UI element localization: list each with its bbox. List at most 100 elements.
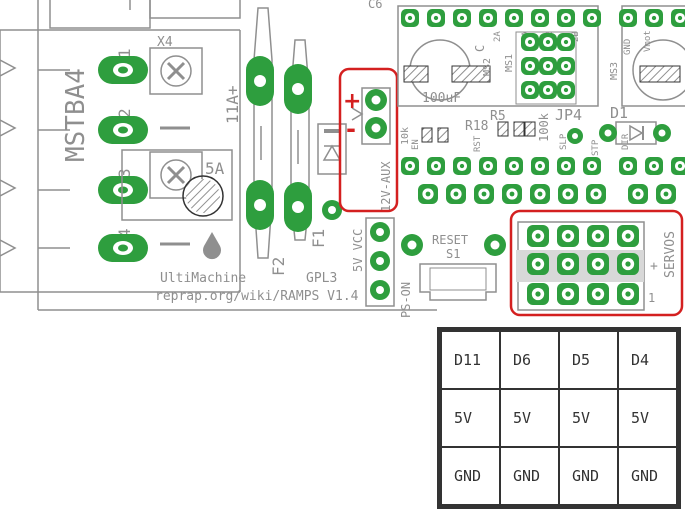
rst-label: RST bbox=[473, 135, 483, 152]
servos-plus-label: + bbox=[650, 259, 658, 274]
table-cell: GND bbox=[558, 446, 619, 506]
servos-label: SERVOS bbox=[663, 231, 678, 278]
fuse-f1-label: F1 bbox=[309, 229, 328, 248]
gnd-small-label: GND bbox=[623, 39, 633, 55]
servo-pin-pad bbox=[617, 283, 639, 305]
header-pad bbox=[502, 184, 522, 204]
header-pad bbox=[583, 157, 601, 175]
header-pad bbox=[530, 184, 550, 204]
header-pad bbox=[479, 9, 497, 27]
jumper-pad bbox=[521, 81, 539, 99]
r18-label: R18 bbox=[465, 119, 488, 134]
table-cell: GND bbox=[617, 446, 678, 506]
stepper-area: C6 100uF R5 R18 JP4 D1 10k 100k EN MS1 M… bbox=[368, 0, 685, 204]
fuse-5a-label: 5A bbox=[205, 159, 225, 178]
c6-label: C6 bbox=[368, 0, 382, 11]
table-cell: GND bbox=[499, 446, 560, 506]
table-cell: D4 bbox=[617, 330, 678, 390]
aux-minus-sign: - bbox=[346, 115, 356, 143]
jumper-pad bbox=[521, 33, 539, 51]
jp4-label: JP4 bbox=[555, 106, 582, 124]
slp-label: SLP bbox=[559, 133, 569, 150]
header-pad bbox=[427, 9, 445, 27]
header-pad bbox=[479, 157, 497, 175]
table-cell: 5V bbox=[499, 388, 560, 448]
table-cell: 5V bbox=[440, 388, 501, 448]
header-pad bbox=[619, 9, 637, 27]
header-pad bbox=[645, 9, 663, 27]
header-pad bbox=[619, 157, 637, 175]
table-cell: D6 bbox=[499, 330, 560, 390]
header-pad bbox=[628, 184, 648, 204]
ms3-label: MS3 bbox=[609, 62, 620, 80]
header-pad bbox=[671, 9, 685, 27]
fuse-f2: F2 bbox=[246, 7, 288, 276]
header-pad bbox=[586, 184, 606, 204]
header-pad bbox=[446, 184, 466, 204]
ms2-label: MS2 bbox=[482, 58, 493, 76]
table-cell: GND bbox=[440, 446, 501, 506]
header-pad bbox=[558, 184, 578, 204]
terminal-label: MSTBA4 bbox=[61, 68, 91, 162]
table-cell: 5V bbox=[558, 388, 619, 448]
r10k-label: 10k bbox=[400, 127, 411, 145]
header-pad bbox=[453, 157, 471, 175]
cap-100uf-label: 100uF bbox=[422, 91, 461, 106]
d1-label: D1 bbox=[610, 104, 628, 122]
header-pad bbox=[656, 184, 676, 204]
jumper-pad bbox=[539, 57, 557, 75]
terminal-number-3: 3 bbox=[115, 168, 134, 178]
s1-label: S1 bbox=[446, 247, 460, 261]
header-pad bbox=[505, 157, 523, 175]
en-label: EN bbox=[411, 139, 421, 150]
board-outline bbox=[0, 0, 437, 311]
fuse-f2-label: F2 bbox=[269, 257, 288, 276]
jumper-pad bbox=[539, 81, 557, 99]
diode bbox=[317, 123, 347, 220]
servo-pin-pad bbox=[527, 253, 549, 275]
fuse-f1: F1 bbox=[284, 39, 328, 248]
header-pad bbox=[453, 9, 471, 27]
jumper-pad bbox=[521, 57, 539, 75]
aux-highlight-box bbox=[338, 67, 399, 213]
header-pad bbox=[505, 9, 523, 27]
url-label: reprap.org/wiki/RAMPS V1.4 bbox=[155, 289, 359, 304]
header-pad bbox=[531, 9, 549, 27]
servo-pin-pad bbox=[587, 253, 609, 275]
servo-pin-pad bbox=[587, 283, 609, 305]
servo-pin-pad bbox=[557, 253, 579, 275]
power-terminal-block: MSTBA4 1 2 3 4 bbox=[0, 48, 148, 262]
pin-mapping-table: D11 D6 D5 D4 5V 5V 5V 5V GND GND GND GND bbox=[440, 330, 678, 506]
dir-label: DIR bbox=[621, 133, 631, 150]
reset-label: RESET bbox=[432, 233, 468, 247]
r100k-label: 100k bbox=[537, 112, 551, 142]
col-2a-label: 2A bbox=[493, 31, 503, 42]
terminal-number-2: 2 bbox=[115, 108, 134, 118]
step-label: STP bbox=[591, 139, 601, 156]
x4-label: X4 bbox=[157, 35, 173, 50]
header-pad bbox=[645, 157, 663, 175]
servo-pin-pad bbox=[587, 225, 609, 247]
header-pad bbox=[531, 157, 549, 175]
servo-pin-pad bbox=[617, 253, 639, 275]
r5-label: R5 bbox=[490, 109, 506, 124]
vcc-label: 5V VCC bbox=[351, 229, 365, 272]
servo-pin-pad bbox=[557, 225, 579, 247]
table-cell: D5 bbox=[558, 330, 619, 390]
jumper-pads bbox=[515, 31, 577, 105]
aux-plus-sign: + bbox=[343, 89, 361, 114]
header-pad bbox=[418, 184, 438, 204]
header-pad bbox=[671, 157, 685, 175]
aux-header: 12V-AUX bbox=[351, 87, 393, 212]
servo-header: SERVOS + 1 bbox=[516, 221, 678, 311]
servo-pin-pad bbox=[527, 225, 549, 247]
aux-label: 12V-AUX bbox=[379, 161, 393, 212]
license-label: GPL3 bbox=[306, 271, 337, 286]
table-cell: 5V bbox=[617, 388, 678, 448]
header-pad bbox=[474, 184, 494, 204]
vmot-label: Vmot bbox=[643, 30, 653, 52]
jumper-pad bbox=[557, 57, 575, 75]
servo-highlight-box bbox=[509, 209, 684, 317]
pson-label: PS-ON bbox=[399, 282, 413, 318]
